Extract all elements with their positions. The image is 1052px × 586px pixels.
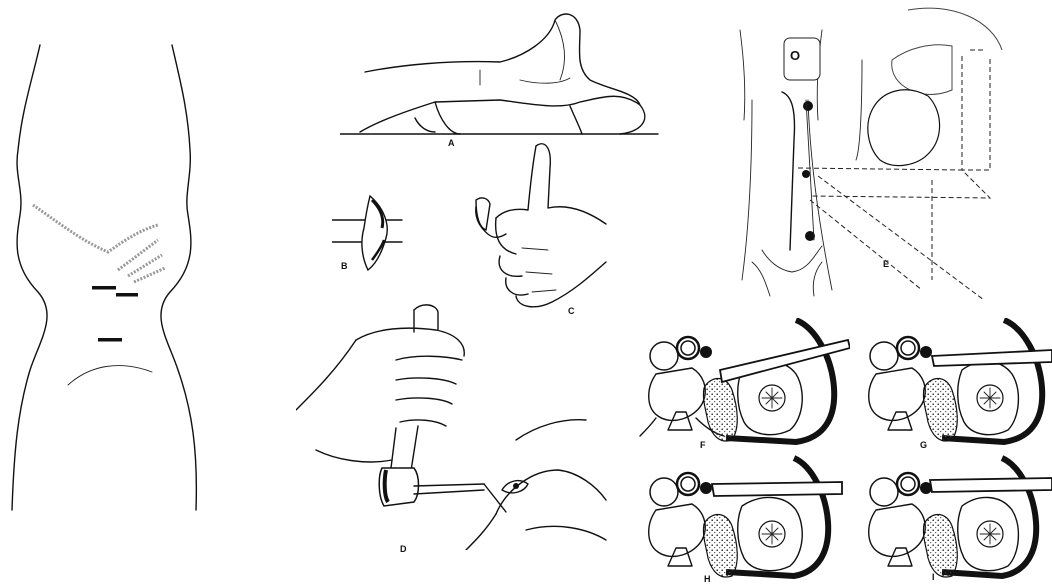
vertebra-label: O	[790, 48, 800, 63]
panel-b-retractor	[332, 190, 422, 280]
label-a: A	[448, 138, 455, 148]
svg-text:G: G	[920, 440, 927, 450]
svg-text:B: B	[341, 261, 348, 271]
panel-e-spine-view: O	[722, 0, 1022, 300]
label-g: G	[920, 440, 927, 450]
svg-text:F: F	[700, 440, 706, 450]
svg-text:E: E	[883, 259, 889, 269]
label-e: E	[883, 259, 889, 269]
svg-text:H: H	[704, 574, 711, 584]
panel-c-hand-grip	[466, 138, 616, 318]
svg-text:A: A	[448, 138, 455, 148]
incision-mark	[98, 338, 122, 342]
label-d: D	[400, 544, 407, 554]
label-h: H	[704, 574, 711, 584]
label-c: C	[568, 306, 575, 316]
label-i: I	[932, 572, 935, 582]
label-f: F	[700, 440, 706, 450]
panel-i-cross-section	[862, 454, 1052, 586]
panel-f-cross-section	[636, 318, 850, 454]
panel-d-insertion	[296, 300, 616, 550]
panel-a-patient-position	[340, 10, 670, 150]
svg-text:D: D	[400, 544, 407, 554]
panel-h-cross-section	[636, 454, 850, 586]
svg-text:I: I	[932, 572, 935, 582]
incision-mark	[92, 286, 116, 290]
svg-text:C: C	[568, 306, 575, 316]
incision-mark	[116, 293, 138, 297]
label-b: B	[341, 261, 348, 271]
torso-outline-panel	[0, 0, 230, 586]
panel-g-cross-section	[862, 318, 1052, 454]
